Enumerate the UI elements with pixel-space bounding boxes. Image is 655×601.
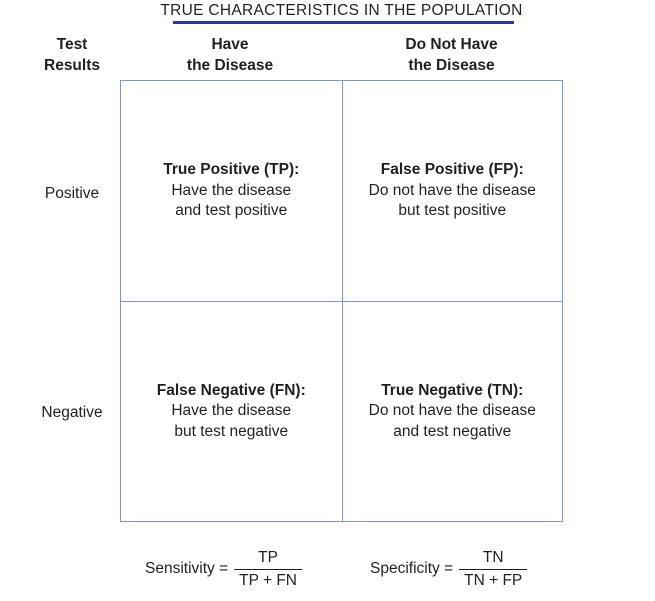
column-header-have-line2: the Disease	[186, 57, 274, 74]
cell-true-positive-title: True Positive (TP):	[163, 161, 300, 179]
column-header-not-have-disease: Do Not Have the Disease	[340, 34, 563, 76]
cell-false-negative-line1: Have the disease	[171, 402, 292, 420]
sensitivity-formula: Sensitivity = TP TP + FN	[145, 549, 302, 590]
cell-false-negative-line2: but test negative	[174, 422, 289, 440]
specificity-formula: Specificity = TN TN + FP	[370, 549, 528, 590]
row-axis-label-line1: Test	[56, 36, 88, 53]
page-title: TRUE CHARACTERISTICS IN THE POPULATION	[160, 2, 523, 19]
specificity-fraction: TN TN + FP	[459, 549, 528, 590]
row-label-negative: Negative	[41, 404, 103, 421]
cell-true-positive-line2: and test positive	[175, 202, 288, 220]
cell-false-positive-line1: Do not have the disease	[368, 181, 536, 199]
column-header-have-line1: Have	[211, 36, 249, 53]
sensitivity-fraction: TP TP + FN	[234, 549, 302, 590]
sensitivity-numerator: TP	[258, 549, 278, 566]
cell-true-negative-line2: and test negative	[393, 422, 512, 440]
row-axis-label-line2: Results	[44, 57, 100, 74]
specificity-denominator: TN + FP	[464, 571, 523, 589]
fraction-bar	[234, 568, 302, 571]
cell-true-negative-title: True Negative (TN):	[381, 381, 524, 399]
sensitivity-label: Sensitivity =	[145, 560, 229, 578]
cell-false-positive: False Positive (FP): Do not have the dis…	[341, 81, 563, 301]
column-header-not-have-line1: Do Not Have	[405, 36, 498, 53]
sensitivity-denominator: TP + FN	[239, 571, 297, 589]
specificity-numerator: TN	[482, 549, 504, 566]
cell-false-positive-line2: but test positive	[398, 202, 507, 220]
cell-true-negative-line1: Do not have the disease	[368, 402, 536, 420]
row-label-positive: Positive	[44, 185, 100, 202]
cell-true-negative: True Negative (TN): Do not have the dise…	[341, 301, 562, 521]
cell-false-positive-title: False Positive (FP):	[380, 161, 524, 179]
matrix-grid: True Positive (TP): Have the disease and…	[120, 80, 563, 522]
cell-false-negative: False Negative (FN): Have the disease bu…	[121, 301, 342, 521]
column-header-not-have-line2: the Disease	[408, 57, 495, 74]
column-header-have-disease: Have the Disease	[120, 34, 340, 76]
cell-true-positive: True Positive (TP): Have the disease and…	[121, 81, 342, 301]
cell-false-negative-title: False Negative (FN):	[156, 381, 306, 399]
row-axis-label: Test Results	[22, 34, 122, 76]
fraction-bar	[459, 568, 528, 571]
cell-true-positive-line1: Have the disease	[171, 181, 292, 199]
specificity-label: Specificity =	[370, 560, 454, 578]
title-underline	[173, 21, 514, 24]
